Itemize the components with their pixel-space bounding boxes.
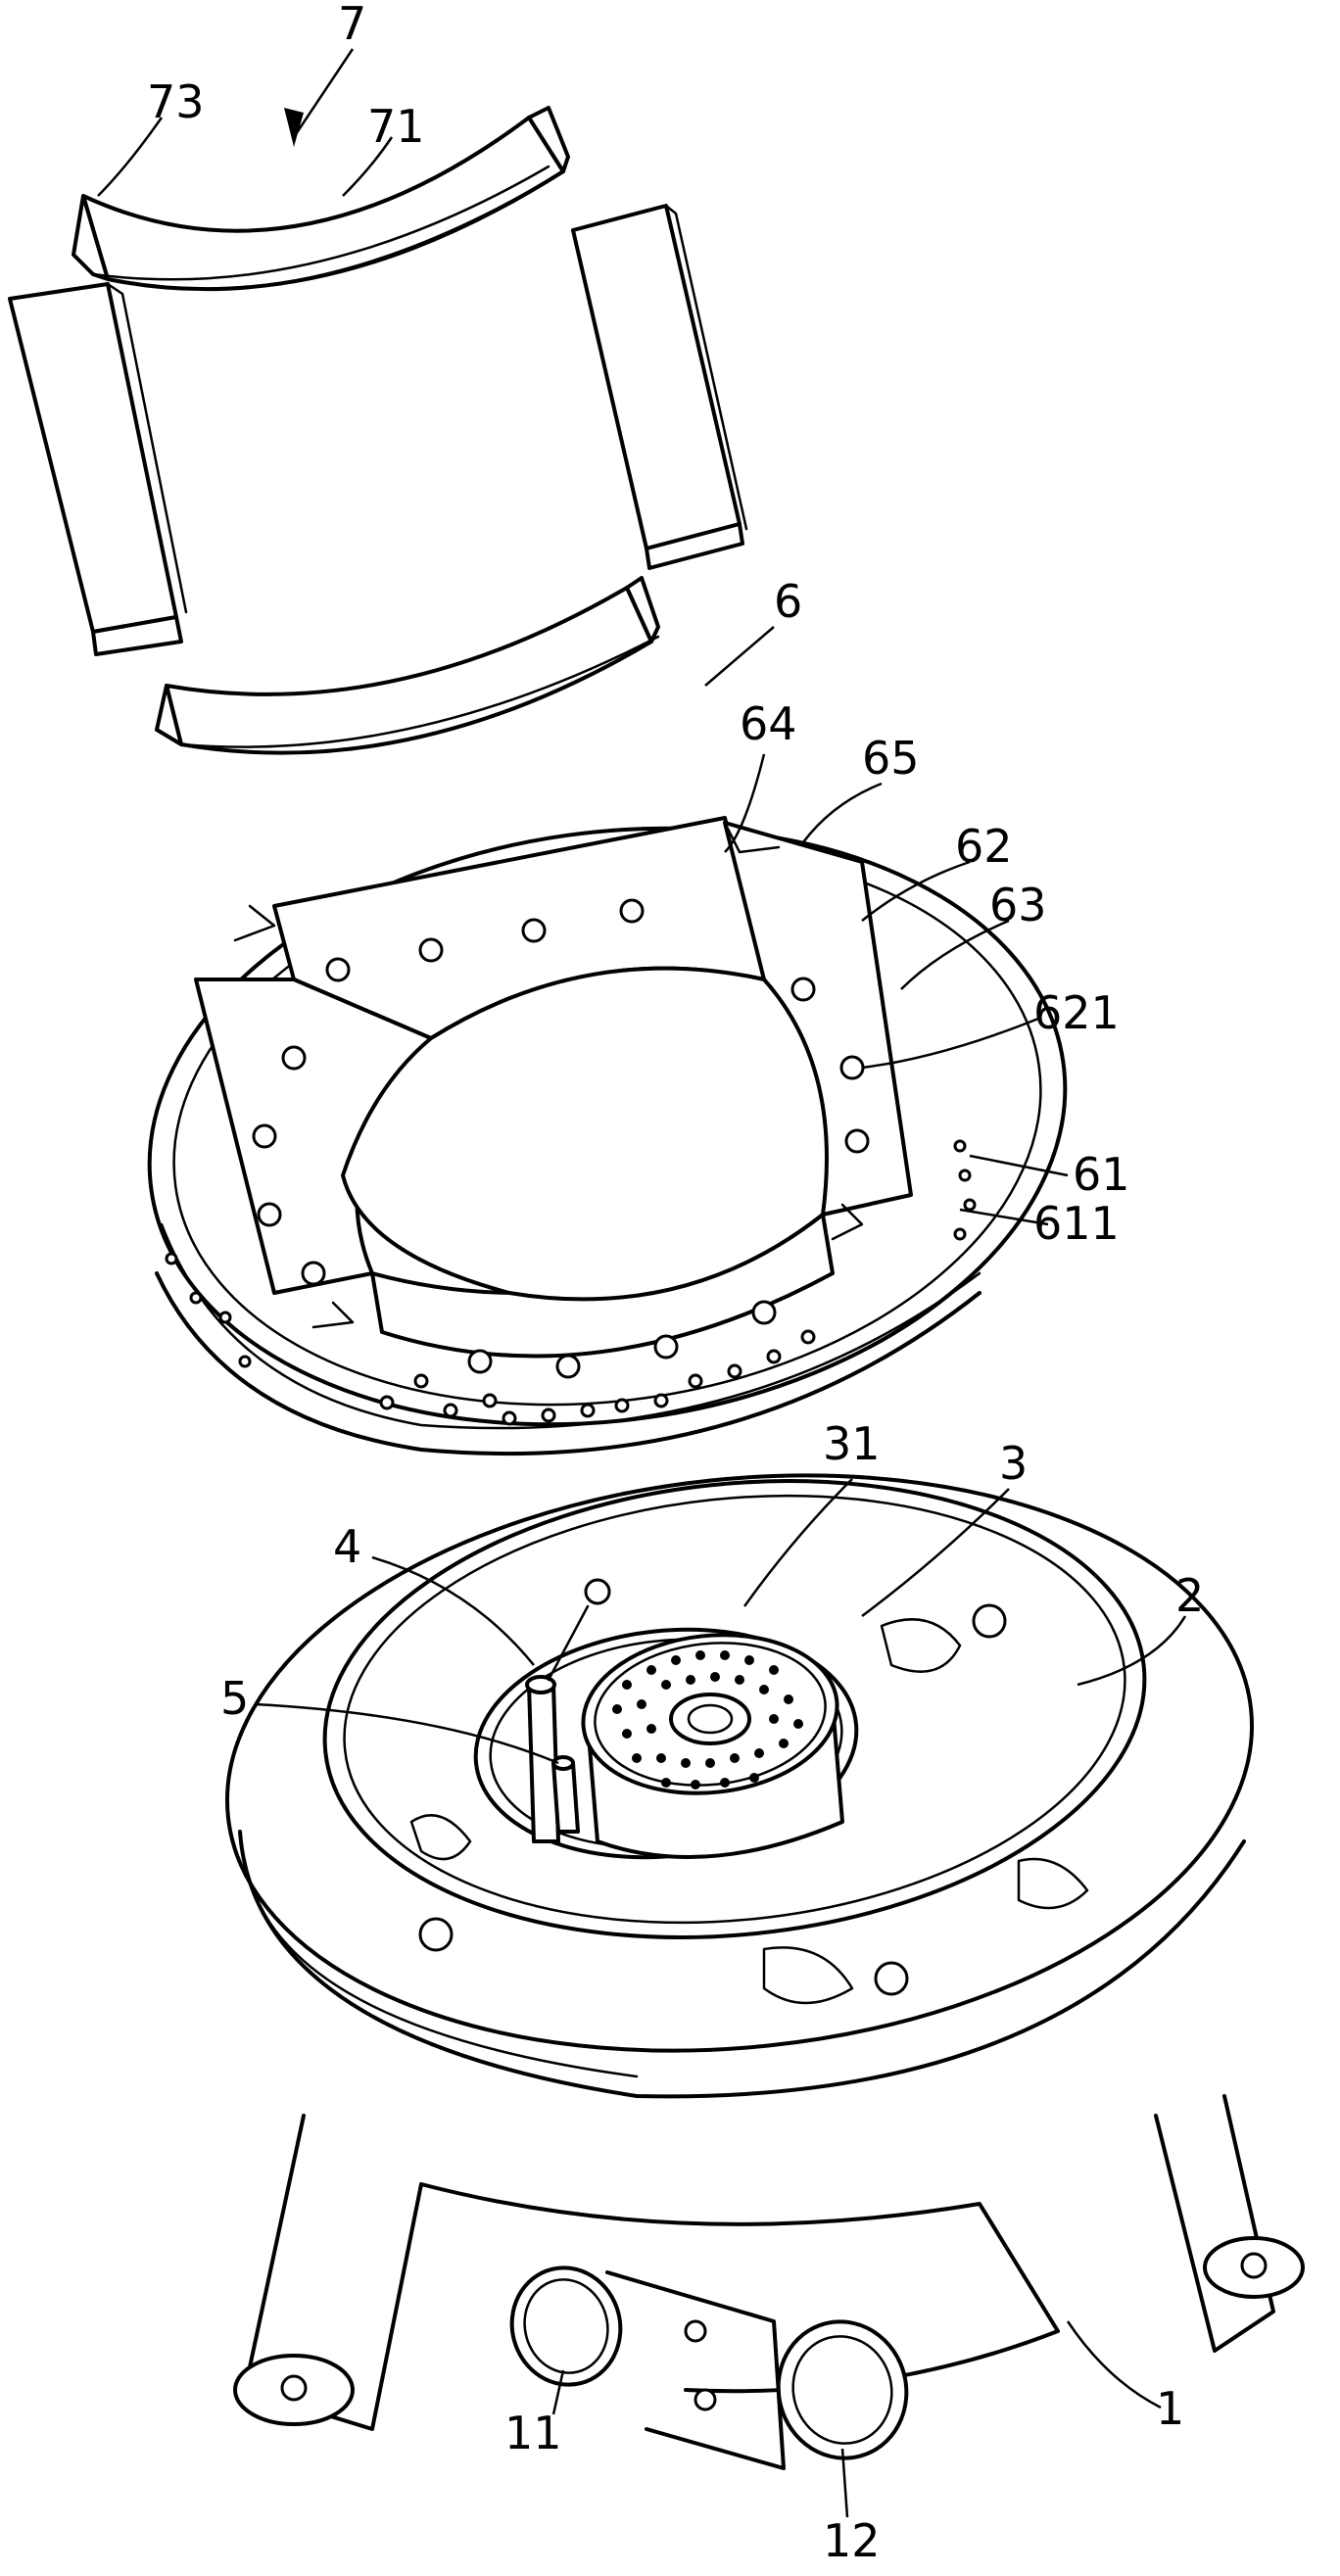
plate-right (571, 204, 748, 570)
plate-group-7 (8, 106, 748, 755)
label-63: 63 (989, 879, 1047, 931)
label-64: 64 (740, 697, 797, 750)
inlet-11 (509, 2266, 623, 2387)
label-7: 7 (338, 0, 366, 50)
fire-holes-31 (612, 1650, 803, 1789)
inlet-12 (776, 2319, 909, 2460)
label-621: 621 (1033, 986, 1120, 1039)
base-1 (233, 2094, 1305, 2470)
label-2: 2 (1175, 1569, 1204, 1622)
plate-bottom (155, 576, 660, 755)
label-61: 61 (1073, 1148, 1130, 1201)
label-611: 611 (1033, 1197, 1120, 1250)
burner-body-2 (224, 1473, 1255, 2099)
label-62: 62 (955, 820, 1013, 873)
label-73: 73 (147, 75, 205, 128)
thermocouple-5 (551, 1755, 580, 1834)
assembly-arrow-7 (284, 108, 304, 147)
reference-labels: 7 73 71 6 64 65 62 63 621 61 611 31 3 4 … (147, 0, 1204, 2567)
label-4: 4 (333, 1520, 361, 1573)
label-1: 1 (1156, 2382, 1184, 2435)
label-71: 71 (367, 100, 425, 153)
label-65: 65 (862, 732, 920, 785)
label-6: 6 (774, 575, 802, 628)
igniter-4 (525, 1578, 611, 1843)
label-11: 11 (504, 2407, 562, 2459)
support-ring-6 (147, 816, 1068, 1456)
plate-71-top (72, 106, 570, 292)
ring-wall-holes (165, 1139, 977, 1426)
label-31: 31 (823, 1417, 881, 1470)
leader-lines (97, 48, 1187, 2518)
label-5: 5 (220, 1672, 249, 1725)
label-3: 3 (999, 1437, 1028, 1490)
label-12: 12 (823, 2514, 881, 2567)
plate-left (8, 282, 188, 656)
fire-cap-3 (581, 1633, 844, 1859)
